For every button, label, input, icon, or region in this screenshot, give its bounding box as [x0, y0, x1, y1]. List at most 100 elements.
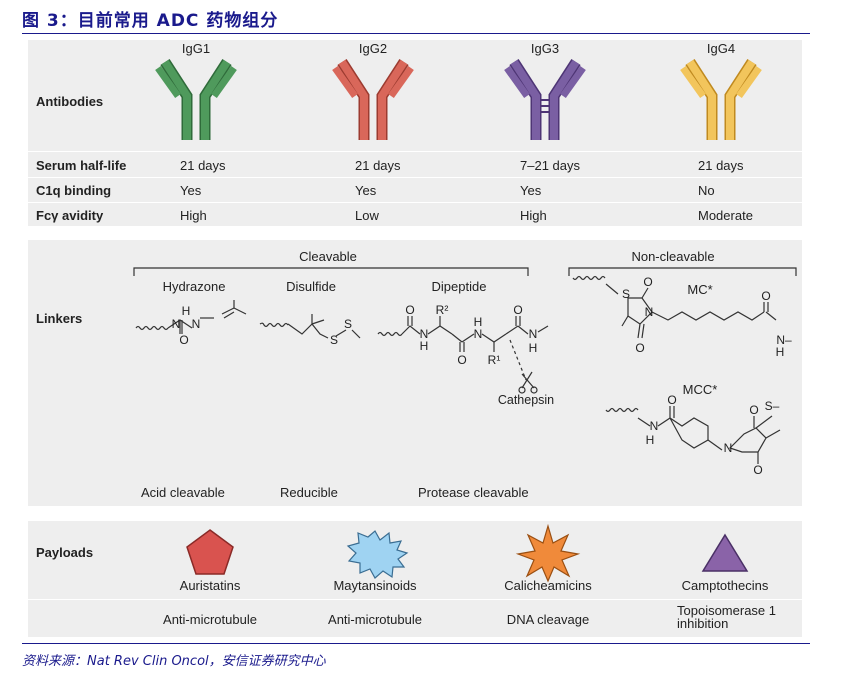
igg4-antibody-icon	[680, 59, 762, 140]
maytansinoids-mechanism: Anti-microtubule	[328, 612, 422, 627]
hydrazone-label: Hydrazone	[162, 279, 226, 294]
divider	[28, 151, 802, 152]
linkers-label: Linkers	[36, 311, 83, 326]
igg3-antibody-icon	[504, 59, 586, 140]
mcc-structure	[605, 406, 781, 464]
cathepsin-label: Cathepsin	[497, 393, 555, 407]
mcc-o1: O	[667, 393, 676, 407]
dipeptide-structure	[377, 316, 549, 394]
divider	[28, 599, 802, 600]
igg3-half-life: 7–21 days	[520, 158, 580, 173]
reducible-label: Reducible	[280, 485, 338, 500]
bottom-rule	[22, 643, 810, 644]
divider	[28, 177, 802, 178]
auristatins-label: Auristatins	[179, 578, 241, 593]
disulfide-label: Disulfide	[286, 279, 336, 294]
igg4-c1q: No	[698, 183, 715, 198]
auristatins-mechanism: Anti-microtubule	[163, 612, 257, 627]
disulfide-s1: S	[330, 333, 338, 347]
figure-source: 资料来源：Nat Rev Clin Oncol，安信证券研究中心	[22, 654, 326, 669]
mc-h: H	[776, 345, 785, 359]
dipeptide-o1: O	[405, 303, 414, 317]
mc-s: S	[622, 287, 630, 301]
igg1-label: IgG1	[181, 41, 211, 56]
disulfide-structure	[259, 314, 361, 339]
calicheamicins-mechanism: DNA cleavage	[506, 612, 590, 627]
dipeptide-h1: H	[420, 339, 429, 353]
mc-o2: O	[635, 341, 644, 355]
non-cleavable-label: Non-cleavable	[631, 249, 715, 264]
pentagon-icon	[186, 529, 234, 575]
mcc-n2: N	[724, 441, 733, 455]
igg2-fcg: Low	[355, 208, 379, 223]
mc-n: N	[645, 305, 654, 319]
figure-title: 图 3：目前常用 ADC 药物组分	[22, 11, 279, 31]
protease-cleavable-label: Protease cleavable	[418, 485, 529, 500]
star-icon	[515, 523, 581, 583]
igg2-antibody-icon	[332, 59, 414, 140]
dipeptide-r2: R²	[436, 303, 449, 317]
igg2-label: IgG2	[358, 41, 388, 56]
hydrazone-o: O	[179, 333, 188, 347]
starburst-icon	[346, 530, 409, 579]
acid-cleavable-label: Acid cleavable	[141, 485, 225, 500]
hydrazone-h: H	[182, 304, 191, 318]
payloads-label: Payloads	[36, 545, 94, 560]
linkers-panel: Linkers Cleavable Non-cleavable	[28, 240, 802, 506]
camptothecins-mechanism-line2: inhibition	[677, 616, 729, 631]
mcc-h: H	[646, 433, 655, 447]
dipeptide-label: Dipeptide	[431, 279, 487, 294]
dipeptide-o3: O	[513, 303, 522, 317]
hydrazone-n2: N	[192, 317, 201, 331]
igg3-fcg: High	[520, 208, 547, 223]
payload-icons	[186, 523, 749, 583]
mcc-o3: O	[753, 463, 762, 477]
igg2-half-life: 21 days	[355, 158, 401, 173]
title-rule	[22, 33, 810, 34]
camptothecins-label: Camptothecins	[681, 578, 769, 593]
calicheamicins-label: Calicheamicins	[504, 578, 592, 593]
divider	[28, 202, 802, 203]
igg2-c1q: Yes	[355, 183, 377, 198]
camptothecins-mechanism: Topoisomerase 1 inhibition	[677, 604, 776, 630]
linker-structures: H N N O S S O N H R² O N H R¹ O N H S N …	[133, 267, 797, 477]
half-life-label: Serum half-life	[36, 158, 127, 173]
igg3-label: IgG3	[530, 41, 560, 56]
igg4-fcg: Moderate	[698, 208, 753, 223]
hydrazone-structure	[135, 300, 247, 334]
mc-structure	[572, 275, 777, 339]
cleavable-label: Cleavable	[299, 249, 357, 264]
dipeptide-n1: N	[420, 327, 429, 341]
antibodies-label: Antibodies	[36, 94, 104, 109]
igg1-fcg: High	[180, 208, 207, 223]
mc-label: MC*	[687, 282, 713, 297]
mc-o3: O	[761, 289, 770, 303]
fcg-label: Fcγ avidity	[36, 208, 104, 223]
igg1-c1q: Yes	[180, 183, 202, 198]
c1q-label: C1q binding	[36, 183, 112, 198]
triangle-icon	[701, 533, 749, 572]
mc-nh-end: N–	[776, 333, 792, 347]
antibody-icons	[155, 59, 762, 140]
dipeptide-n2: N	[474, 327, 483, 341]
antibodies-panel: Antibodies IgG1 IgG2 IgG3 IgG4	[28, 40, 802, 226]
igg1-half-life: 21 days	[180, 158, 226, 173]
maytansinoids-label: Maytansinoids	[333, 578, 417, 593]
igg4-half-life: 21 days	[698, 158, 744, 173]
cleavable-bracket	[133, 267, 529, 276]
dipeptide-h2: H	[474, 315, 483, 329]
mcc-label: MCC*	[682, 382, 718, 397]
dipeptide-o2: O	[457, 353, 466, 367]
mc-o1: O	[643, 275, 652, 289]
dipeptide-h3: H	[529, 341, 538, 355]
igg3-c1q: Yes	[520, 183, 542, 198]
hydrazone-n1: N	[172, 317, 181, 331]
payloads-panel: Payloads Auristatins Maytansinoids Calic…	[28, 521, 802, 637]
mcc-o2: O	[749, 403, 758, 417]
camptothecins-mechanism-line1: Topoisomerase 1	[677, 603, 776, 618]
dipeptide-r1: R¹	[488, 353, 501, 367]
igg1-antibody-icon	[155, 59, 237, 140]
mcc-n: N	[650, 419, 659, 433]
dipeptide-n3: N	[529, 327, 538, 341]
non-cleavable-bracket	[568, 267, 797, 276]
